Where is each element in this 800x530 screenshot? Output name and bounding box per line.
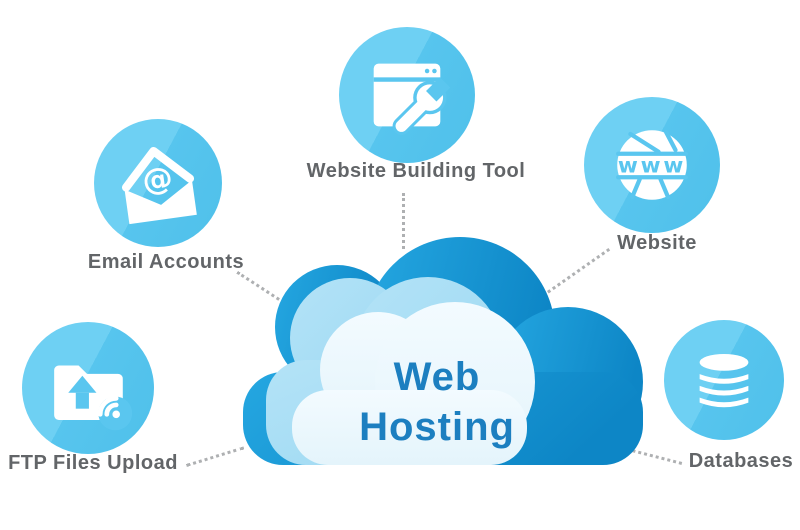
cloud-title-line1: Web [393,355,481,399]
cloud-front-layer [292,302,535,465]
globe-www-icon: www [616,129,688,200]
folder-upload-wifi-icon [54,365,133,431]
databases-label: Databases [688,450,794,472]
email-accounts-circle: @ [94,119,222,247]
website-label: Website [617,232,697,254]
ftp-files-upload-label: FTP Files Upload [8,452,178,474]
browser-wrench-icon [373,63,451,135]
website-circle: www [584,97,720,233]
email-at-icon: @ [121,146,197,225]
databases-circle [664,320,784,440]
website-building-tool-label: Website Building Tool [306,160,526,182]
at-symbol: @ [140,161,175,200]
database-icon [699,353,749,408]
website-building-tool-circle [339,27,475,163]
ftp-files-upload-circle [22,322,154,454]
email-accounts-label: Email Accounts [87,251,245,273]
cloud-title-line2: Hosting [359,405,515,449]
cloud-title: Web Hosting [359,352,515,452]
www-text: www [618,154,686,179]
